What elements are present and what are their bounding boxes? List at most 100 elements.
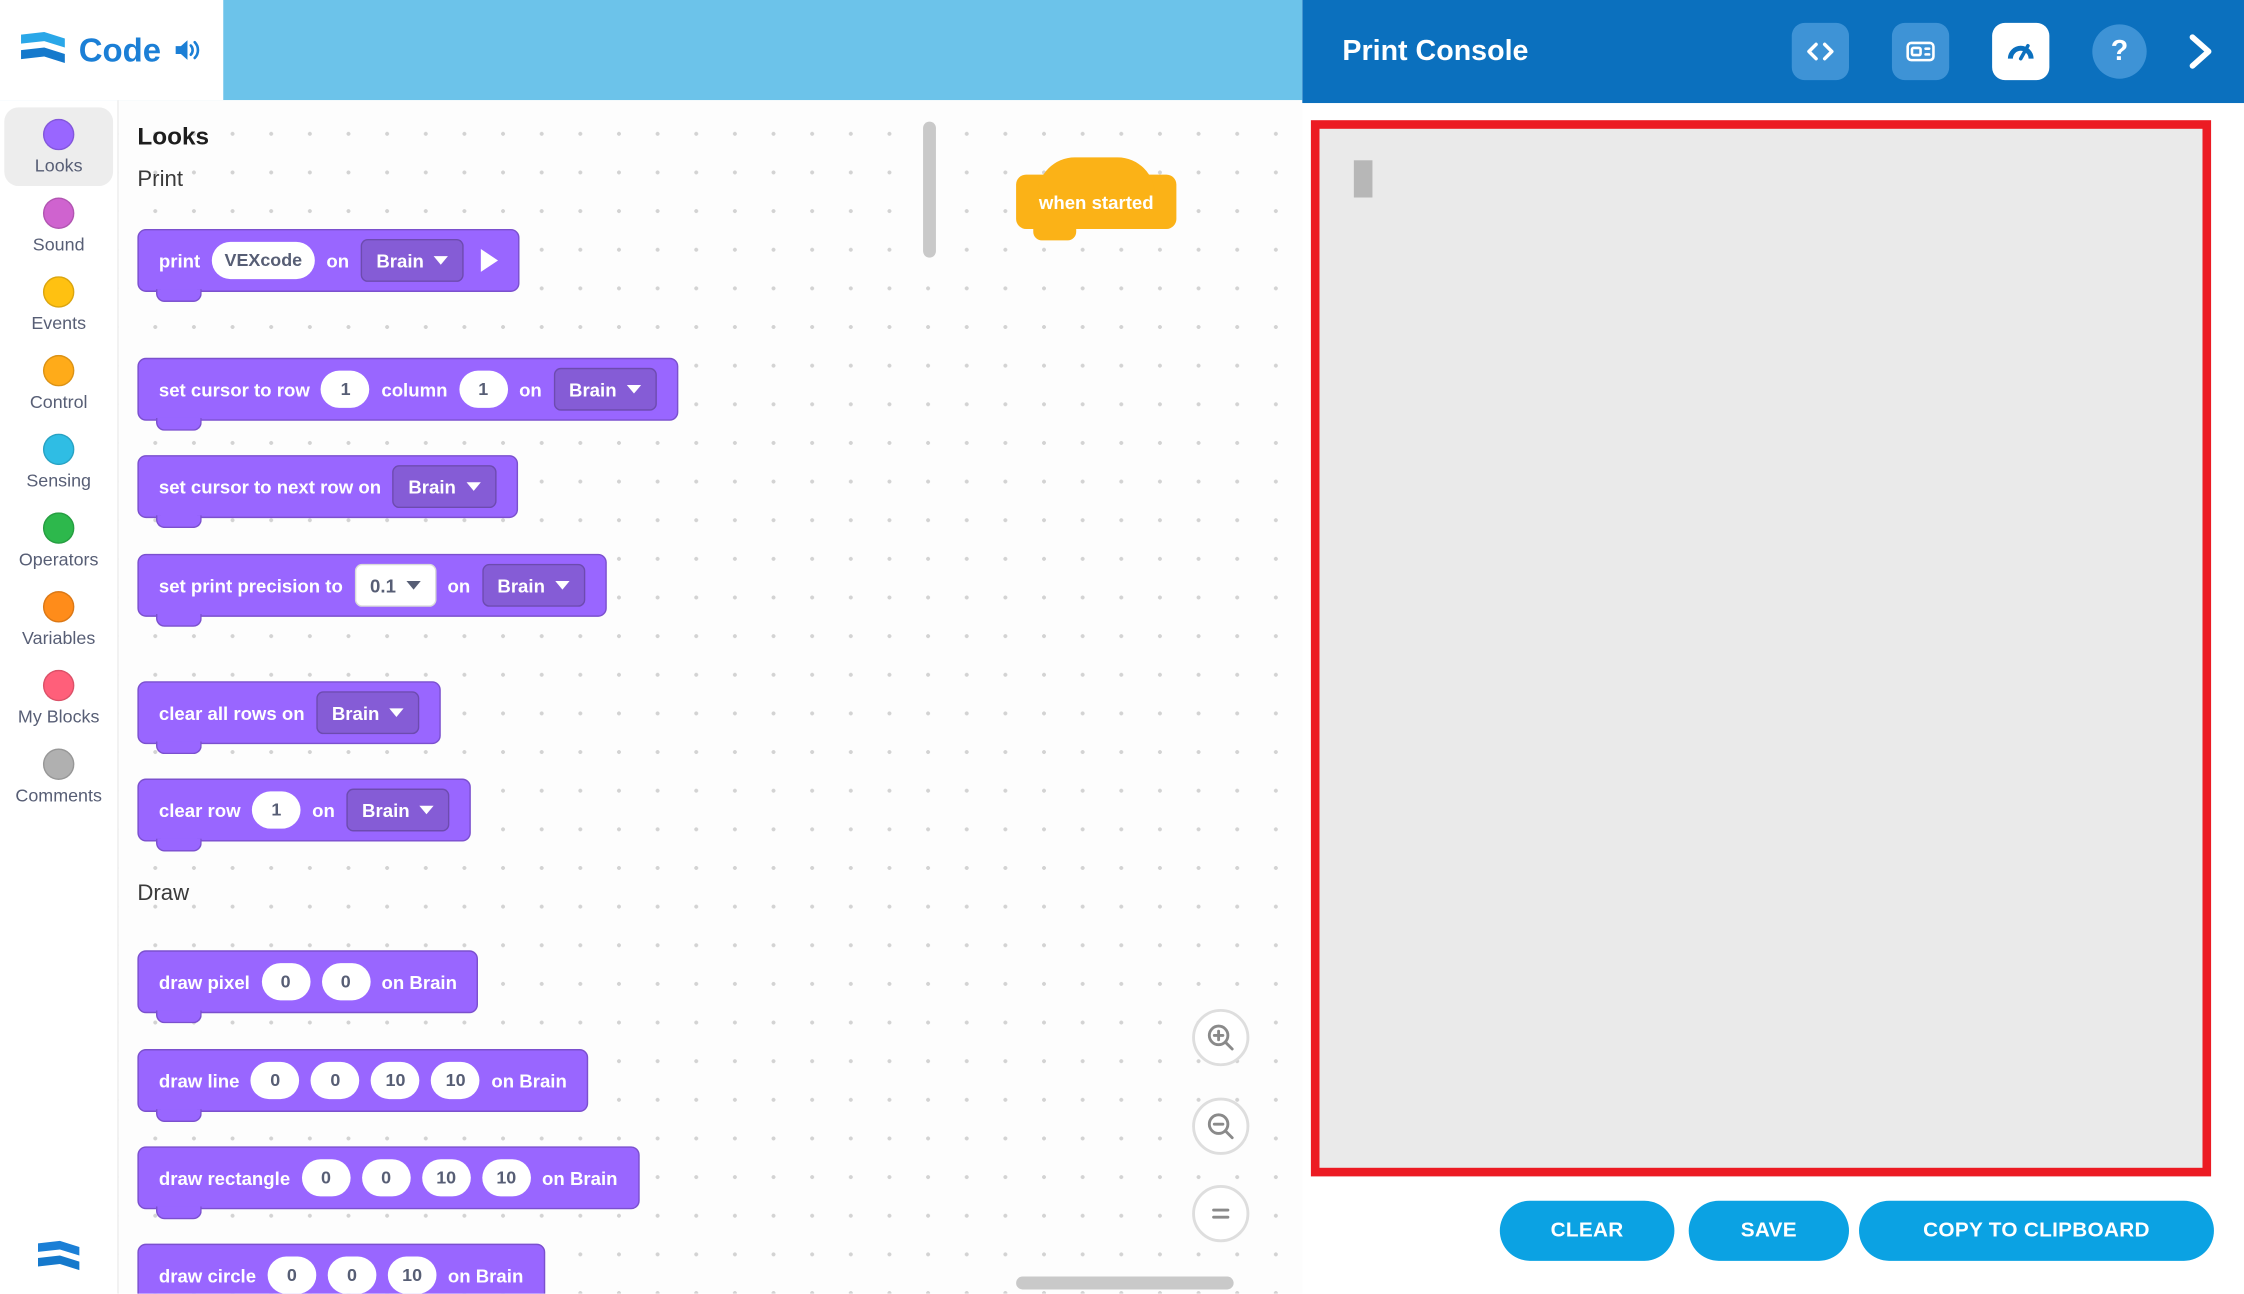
brain-device-icon — [1906, 41, 1935, 62]
value-input[interactable]: 0 — [321, 963, 371, 1001]
value-input[interactable]: 0 — [301, 1159, 351, 1197]
value-input[interactable]: 0 — [267, 1256, 317, 1294]
zoom-reset-button[interactable] — [1192, 1184, 1250, 1243]
block-label: draw circle — [158, 1264, 257, 1286]
sound-category-icon — [42, 197, 75, 229]
panel-title: Print Console — [1342, 35, 1529, 67]
zoom-out-icon — [1207, 1113, 1234, 1140]
value-input[interactable]: 0 — [361, 1159, 411, 1197]
dropdown-brain[interactable]: Brain — [316, 691, 420, 735]
dropdown-brain[interactable]: Brain — [392, 465, 496, 509]
chevron-down-icon — [389, 708, 404, 717]
palette-scrollbar[interactable] — [923, 121, 936, 258]
value-input[interactable]: 1 — [458, 370, 508, 408]
workspace-horizontal-scrollbar[interactable] — [1016, 1276, 1234, 1290]
dropdown-brain[interactable]: Brain — [360, 238, 464, 282]
dropdown-value: 0.1 — [370, 574, 396, 597]
dropdown-value: Brain — [569, 378, 617, 400]
sidebar-item-comments[interactable]: Comments — [4, 737, 113, 816]
value-input[interactable]: 0 — [261, 963, 310, 1001]
block-set-cursor-next-row[interactable]: set cursor to next row on Brain — [137, 455, 518, 529]
dropdown-value: Brain — [497, 574, 545, 597]
dropdown-brain[interactable]: Brain — [553, 367, 657, 411]
collapse-panel-button[interactable] — [2178, 26, 2221, 78]
value-input[interactable]: 0 — [327, 1256, 377, 1294]
code-tab[interactable]: Code — [0, 0, 224, 101]
value-input[interactable]: VEXcode — [211, 241, 315, 280]
sidebar-item-events[interactable]: Events — [4, 265, 113, 344]
vex-flag-icon — [37, 1240, 80, 1271]
dropdown-brain[interactable]: Brain — [481, 563, 586, 607]
block-label: on — [312, 799, 335, 821]
run-block-button[interactable] — [481, 249, 499, 272]
vex-blocks-button[interactable] — [0, 1239, 117, 1276]
dropdown-0-1[interactable]: 0.1 — [354, 563, 436, 607]
value-input[interactable]: 10 — [371, 1061, 420, 1100]
block-label: draw pixel — [158, 971, 250, 993]
block-label: set cursor to next row on — [158, 475, 382, 498]
sensing-category-icon — [42, 433, 75, 466]
sidebar-item-looks[interactable]: Looks — [4, 107, 114, 187]
block-label: on — [519, 378, 542, 400]
block-label: on Brain — [447, 1264, 524, 1286]
category-label: Variables — [22, 628, 96, 649]
sidebar-item-control[interactable]: Control — [4, 343, 113, 422]
sidebar-item-sound[interactable]: Sound — [4, 186, 113, 265]
block-label: on Brain — [491, 1069, 567, 1092]
print-console-header: Print Console ? — [1302, 0, 2244, 104]
sidebar-item-operators[interactable]: Operators — [4, 501, 113, 580]
value-input[interactable]: 10 — [387, 1256, 437, 1294]
zoom-reset-icon — [1212, 1208, 1230, 1219]
dropdown-value: Brain — [376, 249, 424, 272]
speaker-icon[interactable] — [171, 34, 202, 65]
dropdown-value: Brain — [408, 475, 456, 498]
value-input[interactable]: 10 — [481, 1159, 531, 1197]
copy-to-clipboard-button[interactable]: COPY TO CLIPBOARD — [1859, 1200, 2214, 1261]
clear-button[interactable]: CLEAR — [1499, 1200, 1675, 1261]
block-label: on — [326, 249, 350, 272]
dropdown-brain[interactable]: Brain — [346, 788, 450, 832]
zoom-out-button[interactable] — [1192, 1097, 1250, 1155]
sidebar-item-my-blocks[interactable]: My Blocks — [4, 658, 113, 737]
print-console-toggle-button[interactable] — [1992, 22, 2050, 81]
value-input[interactable]: 10 — [431, 1061, 480, 1100]
chevron-right-icon — [2189, 34, 2212, 69]
sidebar-item-sensing[interactable]: Sensing — [4, 422, 113, 501]
value-input[interactable]: 10 — [421, 1159, 471, 1197]
control-category-icon — [42, 354, 75, 387]
zoom-in-button[interactable] — [1192, 1008, 1250, 1067]
category-label: My Blocks — [17, 706, 100, 728]
value-input[interactable]: 0 — [311, 1061, 360, 1100]
block-when-started[interactable]: when started — [1016, 157, 1177, 241]
gauge-icon — [2007, 44, 2034, 61]
play-icon — [481, 249, 499, 272]
help-button[interactable]: ? — [2092, 24, 2147, 79]
sidebar-item-variables[interactable]: Variables — [4, 580, 113, 659]
palette-group-title-draw: Draw — [137, 881, 190, 906]
code-view-button[interactable] — [1791, 22, 1850, 81]
print-console-output[interactable] — [1310, 120, 2212, 1177]
save-button[interactable]: SAVE — [1688, 1200, 1850, 1261]
category-label: Events — [31, 313, 87, 334]
print-console-panel: Print Console ? — [1302, 0, 2244, 1294]
brain-device-button[interactable] — [1891, 22, 1950, 81]
value-input[interactable]: 1 — [252, 791, 301, 829]
value-input[interactable]: 0 — [250, 1061, 300, 1100]
value-input[interactable]: 1 — [321, 370, 370, 408]
code-brackets-icon — [1807, 42, 1834, 61]
block-label: draw rectangle — [158, 1167, 291, 1189]
code-tab-label: Code — [78, 30, 162, 68]
chevron-down-icon — [465, 482, 481, 491]
